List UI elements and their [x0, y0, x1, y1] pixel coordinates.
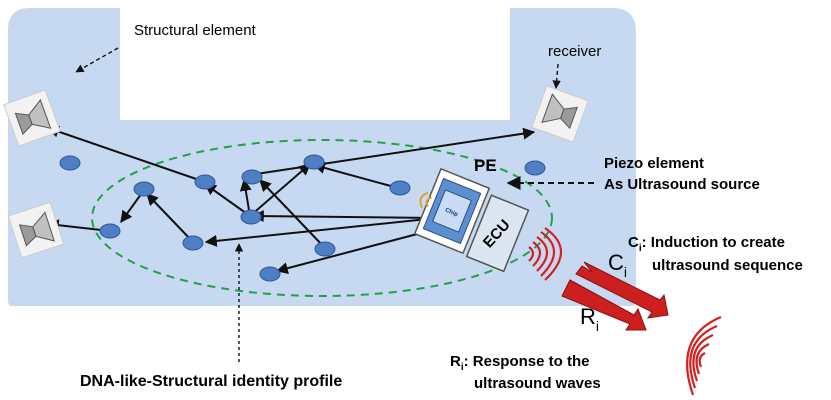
- node: [99, 223, 121, 239]
- ri-desc-text: : Response to the: [464, 353, 590, 370]
- structural-element-label: Structural element: [134, 22, 257, 39]
- piezo-chip-icon: Chip: [413, 167, 491, 255]
- receiver-label: receiver: [548, 43, 601, 60]
- node: [314, 241, 336, 257]
- ri-description-line1: Ri: Response to the: [450, 353, 589, 373]
- structural-element-pointer: [75, 47, 119, 73]
- ci-big-label: Ci: [608, 250, 627, 280]
- ri-big-main: R: [580, 304, 596, 329]
- node: [259, 266, 281, 282]
- ci-desc-text: : Induction to create: [642, 234, 785, 251]
- node: [241, 169, 263, 185]
- ci-description-line1: Ci: Induction to create: [628, 234, 785, 254]
- chip-label: Chip: [444, 208, 459, 219]
- sensor-nodes: [59, 154, 546, 282]
- ri-desc-sub: i: [461, 362, 464, 373]
- node: [59, 155, 81, 171]
- path-arrow: [204, 183, 251, 217]
- ri-arrow: [561, 279, 647, 331]
- ri-description-line2: ultrasound waves: [474, 375, 601, 392]
- ri-desc-main: R: [450, 353, 461, 370]
- path-arrow: [204, 217, 438, 247]
- pe-label: PE: [474, 156, 497, 175]
- piezo-label-line2: As Ultrasound source: [604, 176, 760, 193]
- path-arrow: [249, 163, 311, 217]
- ecu-box: ECU: [465, 194, 530, 273]
- node: [133, 181, 155, 197]
- ci-big-main: C: [608, 250, 624, 275]
- node: [389, 180, 411, 196]
- ri-big-label: Ri: [580, 304, 599, 334]
- ultrasound-wave-icon: [528, 227, 562, 281]
- path-arrow: [259, 179, 326, 249]
- dna-profile-ellipse: [91, 139, 553, 297]
- ci-desc-main: C: [628, 234, 639, 251]
- dna-profile-label: DNA-like-Structural identity profile: [80, 373, 342, 390]
- path-arrow: [146, 193, 194, 243]
- node: [303, 154, 325, 170]
- ri-big-sub: i: [596, 318, 599, 334]
- signal-paths: [46, 125, 536, 275]
- ci-big-sub: i: [624, 264, 627, 280]
- ultrasound-wave-icon: [686, 315, 722, 396]
- piezo-label-line1: Piezo element: [604, 155, 704, 172]
- receiver-icon: [531, 85, 589, 143]
- receiver-icon: [3, 89, 61, 147]
- path-arrow: [312, 162, 399, 189]
- ci-desc-sub: i: [639, 243, 642, 254]
- structural-element-body: [8, 8, 636, 306]
- node: [240, 209, 262, 225]
- ci-arrow: [575, 261, 669, 319]
- path-arrow: [46, 125, 206, 183]
- receiver-icon: [7, 201, 65, 259]
- node: [194, 174, 216, 190]
- path-arrow: [251, 210, 438, 223]
- node: [182, 235, 204, 251]
- node: [524, 160, 546, 176]
- ci-description-line2: ultrasound sequence: [652, 257, 803, 274]
- path-arrow: [275, 227, 441, 275]
